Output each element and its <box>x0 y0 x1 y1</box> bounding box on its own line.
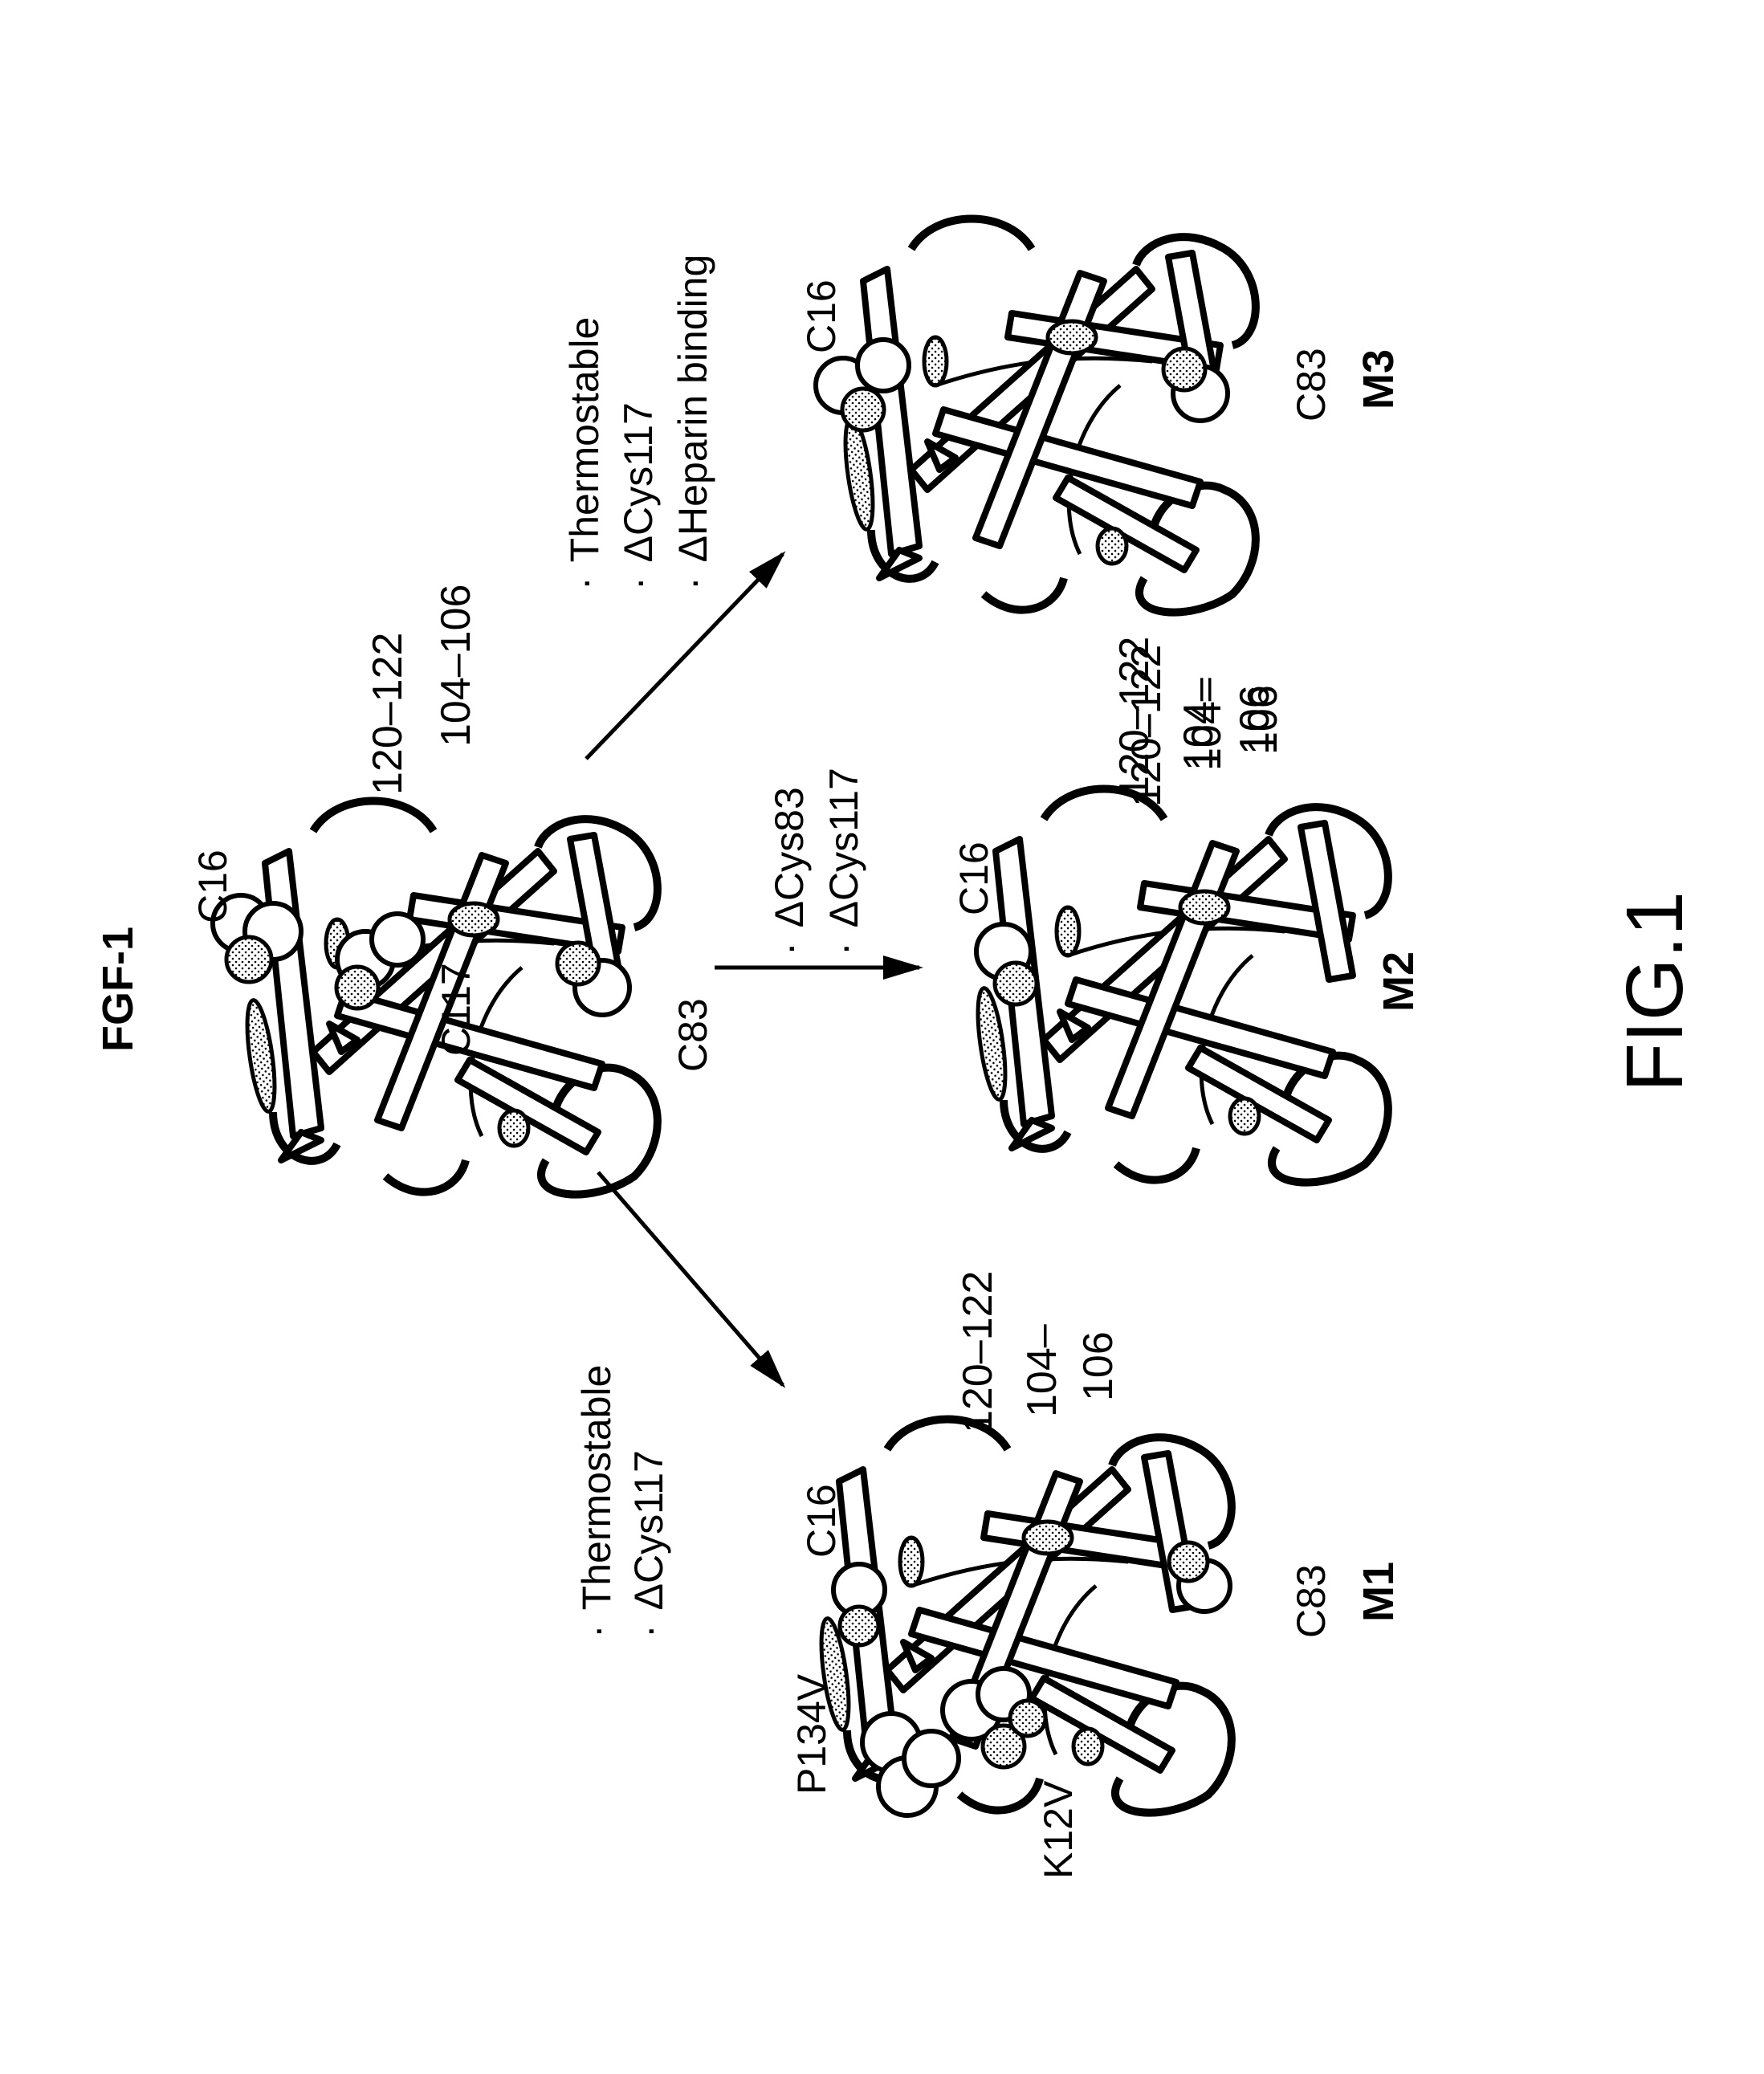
cond-m1-line2: ·ΔCys117 <box>626 1450 671 1638</box>
m1-label: M1 <box>1355 1562 1403 1622</box>
conditions-to-m2: ·ΔCys83 ·ΔCys117 <box>767 768 866 956</box>
fgf1-c117-label: C117 <box>434 963 479 1056</box>
cond-m3-line3: ·ΔHeparin binding <box>670 255 715 590</box>
cond-m2-line1: ·ΔCys83 <box>767 787 812 956</box>
cond-m3-line1: ·Thermostable <box>562 317 607 590</box>
m3-c16-label: C16 <box>799 279 844 353</box>
fgf1-range-104-106: 104–106 <box>433 585 479 747</box>
fgf1-c16-label: C16 <box>190 850 235 923</box>
m2-c16-label: C16 <box>951 841 996 915</box>
m3-structure <box>816 219 1256 613</box>
fgf1-range-120-122: 120–122 <box>365 633 411 795</box>
m3-range-106: 106 <box>1240 685 1286 755</box>
fgf1-c83-label: C83 <box>670 998 715 1072</box>
m2-structure <box>972 789 1387 1183</box>
m1-c83-label: C83 <box>1289 1564 1334 1638</box>
fgf1-label: FGF-1 <box>94 927 142 1052</box>
m3-c83-label: C83 <box>1289 348 1334 422</box>
m3-range-104: 104– <box>1183 678 1230 771</box>
m1-structure <box>816 1420 1231 1816</box>
arrow-to-m1 <box>598 1172 783 1385</box>
m2-label: M2 <box>1375 951 1423 1012</box>
conditions-to-m1: ·Thermostable ·ΔCys117 <box>574 1365 671 1638</box>
figure-label: FIG.1 <box>1610 891 1700 1092</box>
m1-range-104: 104– <box>1019 1324 1065 1417</box>
cond-m1-line1: ·Thermostable <box>574 1365 619 1638</box>
m1-range-106: 106 <box>1075 1331 1122 1401</box>
m1-c16-label: C16 <box>799 1484 844 1558</box>
cond-m3-line2: ·ΔCys117 <box>616 402 661 590</box>
m1-k12v-label: K12V <box>1036 1780 1081 1879</box>
cond-m2-line2: ·ΔCys117 <box>821 768 866 956</box>
m1-range-120-122: 120–122 <box>955 1271 1001 1433</box>
m3-range-120-122: 120–122 <box>1123 645 1170 807</box>
m1-p134v-label: P134V <box>789 1673 834 1795</box>
m3-label: M3 <box>1355 349 1403 410</box>
conditions-to-m3: ·Thermostable ·ΔCys117 ·ΔHeparin binding <box>562 255 715 590</box>
